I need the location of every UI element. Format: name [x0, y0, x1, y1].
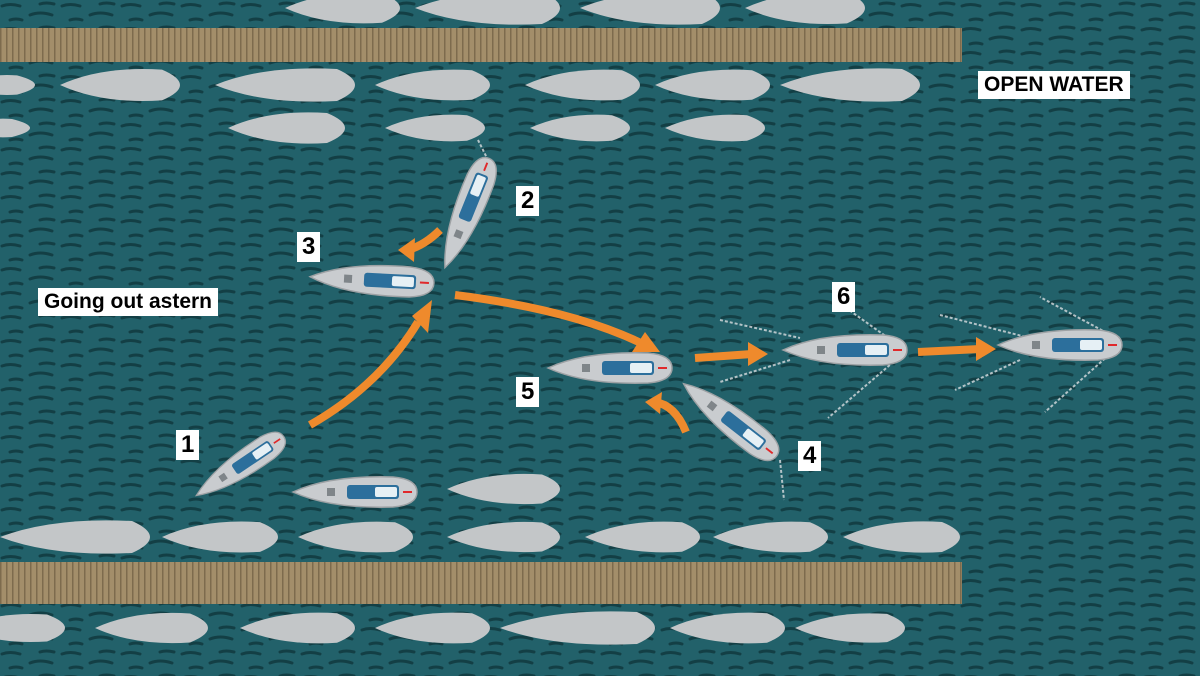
maneuver-label: Going out astern: [38, 288, 218, 317]
arrow-6-out: [917, 345, 981, 356]
moored-boat: [162, 521, 278, 553]
moored-boat: [298, 521, 413, 553]
moored-boat: [525, 69, 640, 101]
moored-boat: [795, 613, 905, 643]
moored-boat: [60, 69, 180, 101]
wakes: [477, 139, 1121, 501]
step-label-1: 1: [176, 430, 200, 460]
step-label-2: 2: [516, 186, 540, 216]
moored-boat: [655, 69, 770, 101]
moored-boat: [0, 75, 35, 95]
moored-boat: [0, 520, 150, 554]
moored-boat: [843, 521, 960, 553]
open-water-label: OPEN WATER: [978, 71, 1130, 100]
moored-boat: [500, 611, 655, 645]
moored-boat: [375, 612, 490, 644]
moored-boat: [285, 0, 400, 24]
moored-boat: [385, 114, 485, 142]
moored-boat: [665, 114, 765, 142]
moored-boat: [447, 521, 560, 553]
moored-boat: [580, 0, 720, 25]
moored-boat: [780, 68, 920, 102]
moored-boat: [0, 118, 30, 138]
moored-boat: [0, 614, 65, 642]
moored-boat: [447, 473, 560, 505]
arrow-1-3: [308, 319, 422, 429]
arrow-5-6: [694, 350, 753, 362]
arrowheads: [398, 238, 996, 414]
moored-boat: [745, 0, 865, 24]
moored-boat: [240, 612, 355, 644]
moored-boat: [713, 521, 828, 553]
step-label-5: 5: [516, 377, 540, 407]
moored-boat: [530, 114, 630, 142]
moored-boat: [375, 69, 490, 101]
step-label-6: 6: [832, 282, 856, 312]
moored-boat: [215, 68, 355, 102]
moored-boat: [415, 0, 560, 25]
moored-boat: [585, 521, 700, 553]
dock-bottom: [0, 562, 962, 604]
step-label-4: 4: [798, 441, 822, 471]
moored-boat: [228, 112, 345, 144]
step-label-3: 3: [297, 232, 321, 262]
moored-boat: [95, 612, 208, 644]
dock-top: [0, 28, 962, 62]
arrow-3-5: [454, 291, 647, 349]
moored-boat: [670, 612, 785, 644]
